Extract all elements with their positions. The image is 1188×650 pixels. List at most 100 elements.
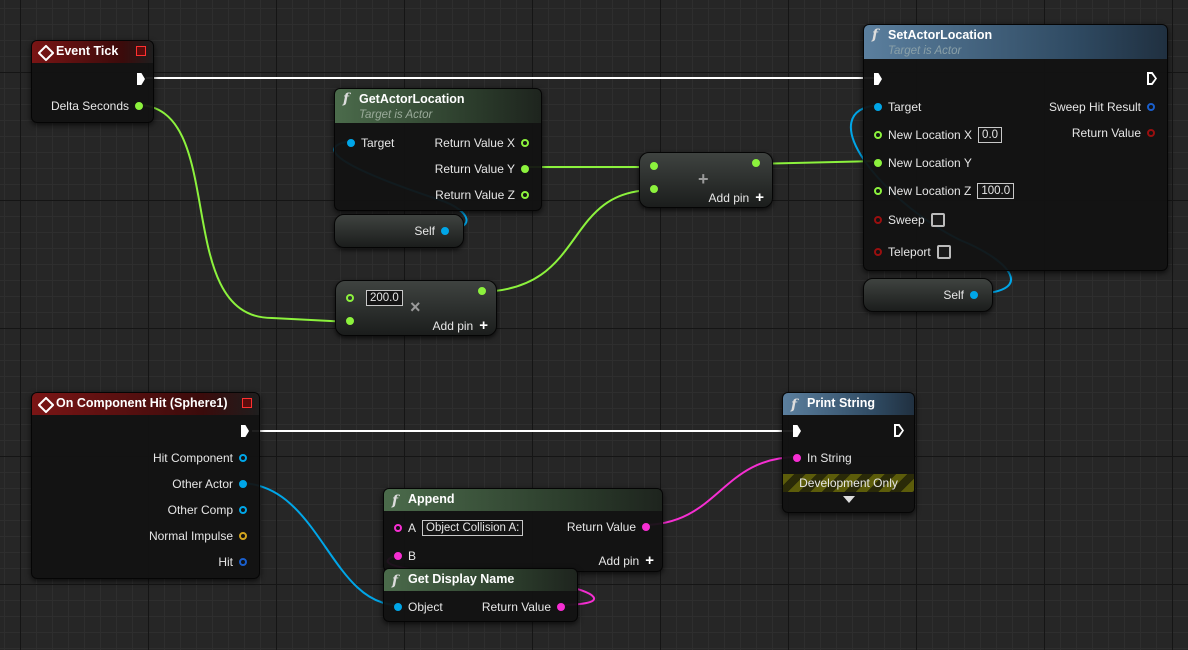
- append-a-pin[interactable]: [394, 524, 402, 532]
- sweep-pin[interactable]: [874, 216, 882, 224]
- new-location-x-pin[interactable]: [874, 131, 882, 139]
- multiply-value-input[interactable]: 200.0: [366, 290, 403, 306]
- new-location-x-input[interactable]: 0.0: [978, 127, 1003, 143]
- sweep-hit-result-pin[interactable]: [1147, 103, 1155, 111]
- get-display-name-header[interactable]: f Get Display Name: [384, 569, 577, 591]
- add-input-b-pin[interactable]: [650, 185, 658, 193]
- exec-in-pin[interactable]: [874, 73, 882, 85]
- exec-in-pin[interactable]: [793, 425, 801, 437]
- self-label-2: Self: [943, 288, 964, 302]
- target-label: Target: [361, 136, 395, 150]
- append-add-pin-label[interactable]: Add pin: [598, 553, 640, 568]
- new-location-x-label: New Location X: [888, 128, 973, 142]
- other-comp-pin[interactable]: [239, 506, 247, 514]
- delegate-output-icon[interactable]: [242, 398, 252, 408]
- add-output-pin[interactable]: [752, 159, 760, 167]
- multiply-add-pin-label[interactable]: Add pin: [432, 318, 474, 333]
- hit-label: Hit: [218, 555, 233, 569]
- set-actor-location-header[interactable]: f SetActorLocation Target is Actor: [864, 25, 1167, 59]
- get-actor-location-node[interactable]: f GetActorLocation Target is Actor Targe…: [334, 88, 542, 211]
- multiply-output-pin[interactable]: [478, 287, 486, 295]
- normal-impulse-pin[interactable]: [239, 532, 247, 540]
- self-node-1[interactable]: Self: [334, 214, 464, 248]
- display-name-return-value-label: Return Value: [481, 600, 551, 614]
- target-label: Target: [888, 100, 922, 114]
- multiply-input-a-pin[interactable]: [346, 294, 354, 302]
- append-header[interactable]: f Append: [384, 489, 662, 511]
- print-string-header[interactable]: f Print String: [783, 393, 914, 415]
- return-x-pin[interactable]: [521, 139, 529, 147]
- self-label-1: Self: [414, 224, 435, 238]
- sweep-label: Sweep: [888, 213, 925, 227]
- return-y-pin[interactable]: [521, 165, 529, 173]
- in-string-label: In String: [807, 451, 852, 465]
- delta-seconds-pin[interactable]: [135, 102, 143, 110]
- teleport-pin[interactable]: [874, 248, 882, 256]
- multiply-input-b-pin[interactable]: [346, 317, 354, 325]
- return-y-label: Return Value Y: [434, 162, 515, 176]
- print-string-title: Print String: [807, 396, 876, 410]
- append-title: Append: [408, 492, 455, 506]
- other-actor-pin[interactable]: [239, 480, 247, 488]
- get-actor-location-header[interactable]: f GetActorLocation Target is Actor: [335, 89, 541, 123]
- event-tick-header[interactable]: Event Tick: [32, 41, 153, 63]
- new-location-z-input[interactable]: 100.0: [977, 183, 1015, 199]
- development-only-banner: Development Only: [783, 474, 914, 492]
- teleport-checkbox[interactable]: [936, 245, 951, 259]
- append-a-input[interactable]: Object Collision A:: [422, 520, 524, 536]
- multiply-node[interactable]: 200.0 × Add pin +: [335, 280, 497, 336]
- add-pin-plus-icon[interactable]: +: [755, 189, 764, 206]
- set-actor-location-node[interactable]: f SetActorLocation Target is Actor Targe…: [863, 24, 1168, 271]
- expand-arrow-icon[interactable]: [843, 496, 855, 503]
- wire-append-to-instring: [641, 456, 799, 526]
- object-label: Object: [408, 600, 443, 614]
- add-node[interactable]: + Add pin +: [639, 152, 773, 208]
- multiply-icon: ×: [410, 297, 421, 317]
- delegate-output-icon[interactable]: [136, 46, 146, 56]
- target-pin[interactable]: [347, 139, 355, 147]
- append-node[interactable]: f Append A Object Collision A: Return Va…: [383, 488, 663, 572]
- object-pin[interactable]: [394, 603, 402, 611]
- exec-out-pin[interactable]: [241, 425, 249, 437]
- add-pin-plus-icon[interactable]: +: [645, 552, 654, 569]
- add-input-a-pin[interactable]: [650, 162, 658, 170]
- on-component-hit-title: On Component Hit (Sphere1): [56, 396, 228, 410]
- sweep-checkbox[interactable]: [930, 213, 945, 227]
- append-a-label: A: [408, 521, 417, 535]
- target-pin[interactable]: [874, 103, 882, 111]
- hit-pin[interactable]: [239, 558, 247, 566]
- get-actor-location-subtitle: Target is Actor: [359, 109, 433, 121]
- append-b-label: B: [408, 549, 417, 563]
- on-component-hit-node[interactable]: On Component Hit (Sphere1) Hit Component…: [31, 392, 260, 579]
- return-x-label: Return Value X: [434, 136, 516, 150]
- get-display-name-node[interactable]: f Get Display Name Object Return Value: [383, 568, 578, 622]
- return-z-pin[interactable]: [521, 191, 529, 199]
- self-pin-1[interactable]: [441, 227, 449, 235]
- exec-out-pin[interactable]: [1147, 72, 1157, 85]
- self-node-2[interactable]: Self: [863, 278, 993, 312]
- return-value-pin[interactable]: [1147, 129, 1155, 137]
- self-pin-2[interactable]: [970, 291, 978, 299]
- delta-seconds-label: Delta Seconds: [50, 99, 129, 113]
- exec-out-pin[interactable]: [894, 424, 904, 437]
- add-add-pin-label[interactable]: Add pin: [708, 190, 750, 205]
- add-pin-plus-icon[interactable]: +: [479, 317, 488, 334]
- set-actor-location-subtitle: Target is Actor: [888, 45, 962, 57]
- append-return-value-pin[interactable]: [642, 523, 650, 531]
- append-b-pin[interactable]: [394, 552, 402, 560]
- return-z-label: Return Value Z: [435, 188, 515, 202]
- print-string-node[interactable]: f Print String In String Development Onl…: [782, 392, 915, 513]
- exec-out-pin[interactable]: [137, 73, 145, 85]
- on-component-hit-header[interactable]: On Component Hit (Sphere1): [32, 393, 259, 415]
- event-tick-node[interactable]: Event Tick Delta Seconds: [31, 40, 154, 123]
- new-location-z-pin[interactable]: [874, 187, 882, 195]
- new-location-y-pin[interactable]: [874, 159, 882, 167]
- display-name-return-value-pin[interactable]: [557, 603, 565, 611]
- function-icon: f: [872, 27, 879, 43]
- function-icon: f: [392, 573, 399, 589]
- new-location-y-label: New Location Y: [888, 156, 972, 170]
- hit-component-pin[interactable]: [239, 454, 247, 462]
- normal-impulse-label: Normal Impulse: [148, 529, 233, 543]
- get-actor-location-title: GetActorLocation: [359, 92, 465, 106]
- in-string-pin[interactable]: [793, 454, 801, 462]
